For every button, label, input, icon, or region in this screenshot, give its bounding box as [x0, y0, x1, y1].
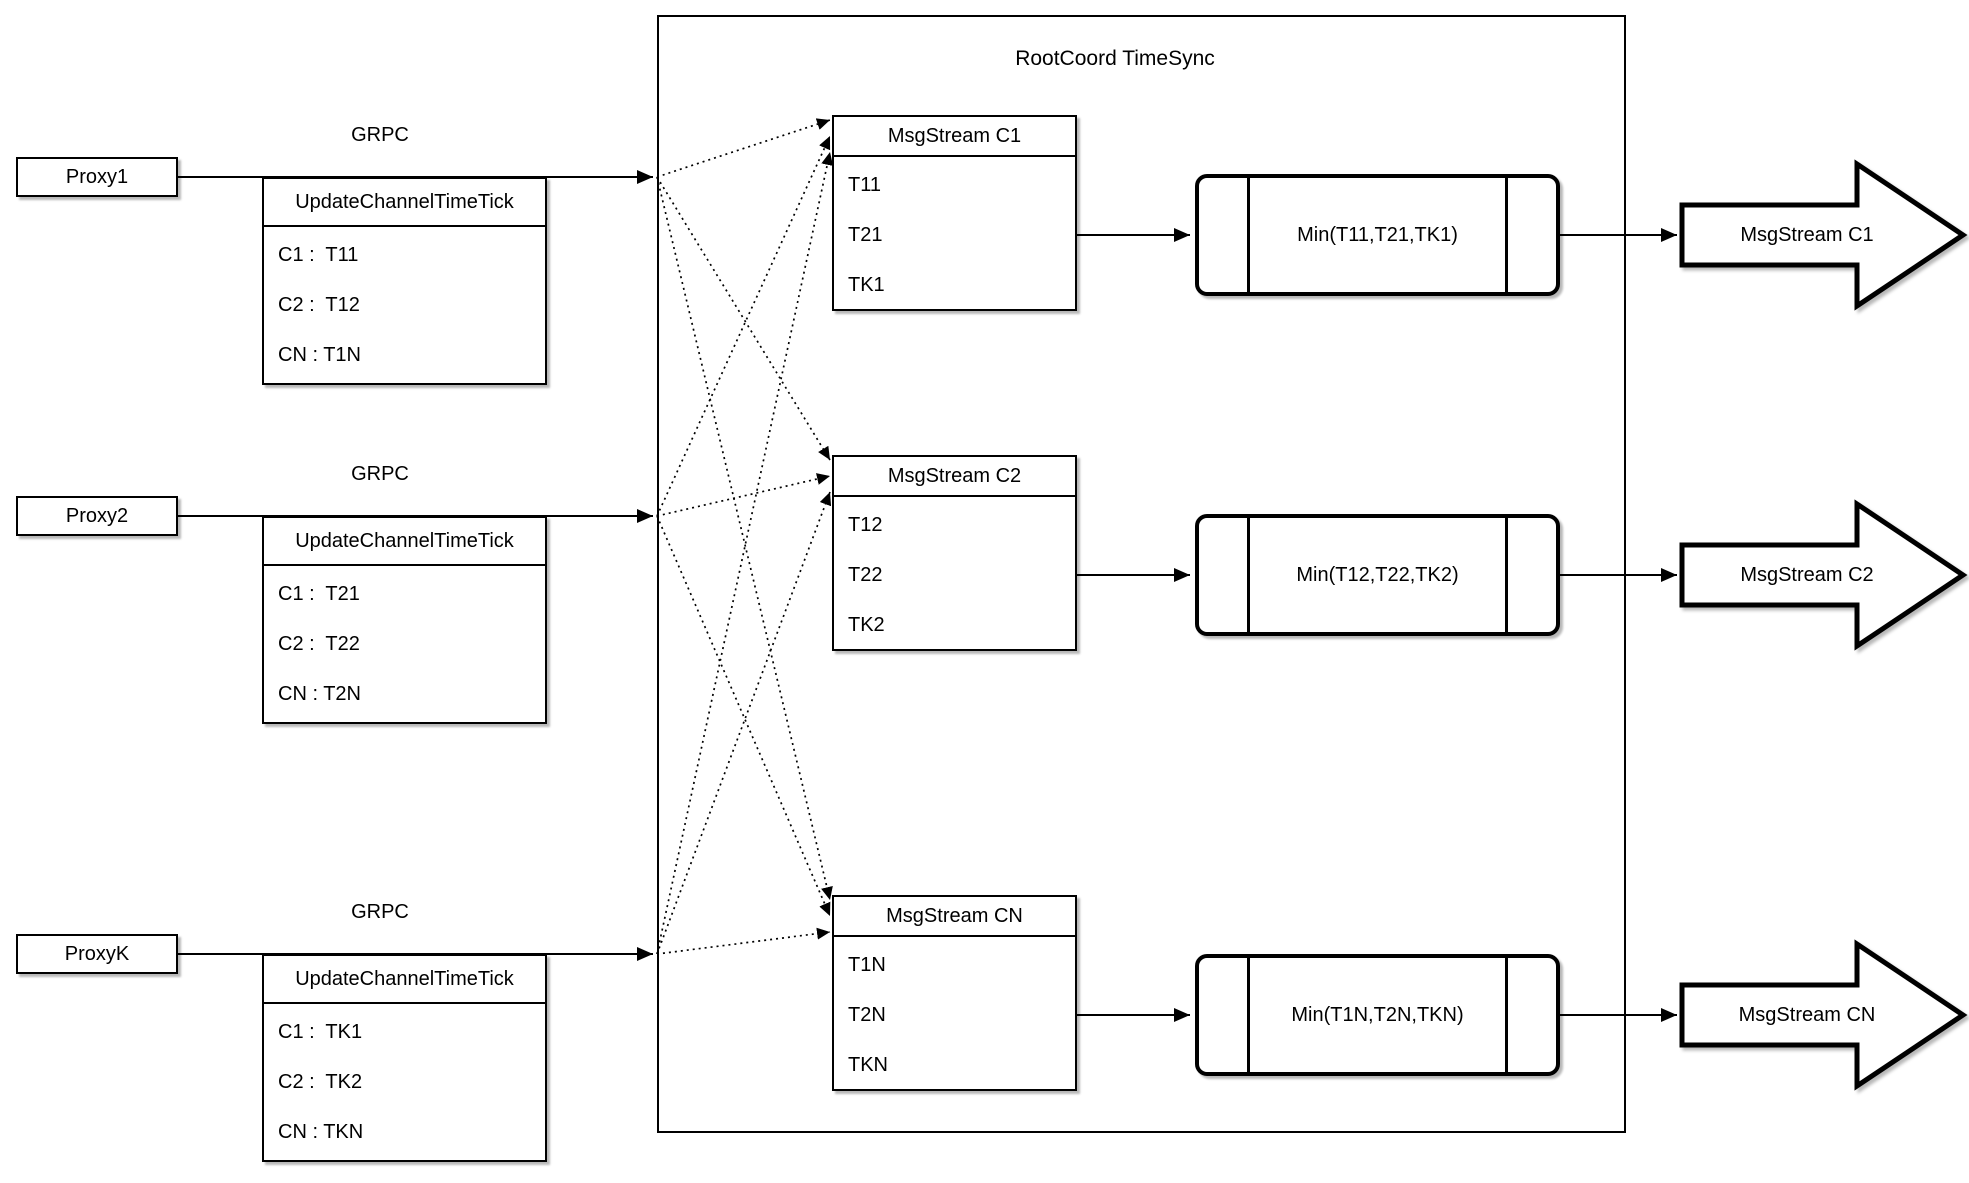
table-row: C1 : T21 — [278, 583, 360, 605]
proxyk-box: ProxyK — [16, 934, 178, 974]
table-row: T12 — [848, 514, 883, 536]
table-row: C1 : T11 — [278, 244, 359, 266]
table-row: T22 — [848, 564, 883, 586]
table-row: CN : TKN — [278, 1121, 364, 1143]
pipeline-divider — [1505, 958, 1508, 1072]
table-row: CN : T2N — [278, 683, 361, 705]
msgstream-c2-table: MsgStream C2 T12 T22 TK2 — [832, 455, 1077, 651]
msgstream-c1-table: MsgStream C1 T11 T21 TK1 — [832, 115, 1077, 311]
table-row: C2 : TK2 — [278, 1071, 363, 1093]
grpc-label-1: GRPC — [351, 124, 409, 146]
table-header: MsgStream C1 — [834, 117, 1075, 157]
min-box-c1: Min(T11,T21,TK1) — [1195, 174, 1560, 296]
proxy2-box: Proxy2 — [16, 496, 178, 536]
msgstream-cn-table: MsgStream CN T1N T2N TKN — [832, 895, 1077, 1091]
pipeline-divider — [1247, 518, 1250, 632]
table-row: T1N — [848, 954, 886, 976]
table-header: UpdateChannelTimeTick — [264, 179, 545, 227]
output-arrow-label-c2: MsgStream C2 — [1740, 564, 1874, 586]
table-row: TK2 — [848, 614, 885, 636]
table-row: C2 : T22 — [278, 633, 360, 655]
table-header: UpdateChannelTimeTick — [264, 518, 545, 566]
pipeline-divider — [1247, 958, 1250, 1072]
min-box-cn: Min(T1N,T2N,TKN) — [1195, 954, 1560, 1076]
table-row: TKN — [848, 1054, 888, 1076]
grpc-label-2: GRPC — [351, 463, 409, 485]
table-header: MsgStream CN — [834, 897, 1075, 937]
table-row: T21 — [848, 224, 883, 246]
table-row: C2 : T12 — [278, 294, 360, 316]
min-label: Min(T12,T22,TK2) — [1296, 563, 1459, 586]
pipeline-divider — [1505, 518, 1508, 632]
output-arrow-label-c1: MsgStream C1 — [1740, 224, 1874, 246]
pipeline-divider — [1505, 178, 1508, 292]
pipeline-divider — [1247, 178, 1250, 292]
table-row: C1 : TK1 — [278, 1021, 363, 1043]
update-channel-timetick-table-3: UpdateChannelTimeTick C1 : TK1 C2 : TK2 … — [262, 954, 547, 1162]
proxy1-box: Proxy1 — [16, 157, 178, 197]
table-header: UpdateChannelTimeTick — [264, 956, 545, 1004]
table-row: TK1 — [848, 274, 885, 296]
output-arrow-label-cn: MsgStream CN — [1738, 1004, 1876, 1026]
rootcoord-title: RootCoord TimeSync — [1015, 47, 1215, 70]
min-box-c2: Min(T12,T22,TK2) — [1195, 514, 1560, 636]
table-row: T2N — [848, 1004, 886, 1026]
grpc-label-3: GRPC — [351, 901, 409, 923]
min-label: Min(T11,T21,TK1) — [1297, 223, 1458, 246]
min-label: Min(T1N,T2N,TKN) — [1291, 1003, 1464, 1026]
update-channel-timetick-table-1: UpdateChannelTimeTick C1 : T11 C2 : T12 … — [262, 177, 547, 385]
table-row: CN : T1N — [278, 344, 361, 366]
update-channel-timetick-table-2: UpdateChannelTimeTick C1 : T21 C2 : T22 … — [262, 516, 547, 724]
table-row: T11 — [848, 174, 881, 196]
table-header: MsgStream C2 — [834, 457, 1075, 497]
